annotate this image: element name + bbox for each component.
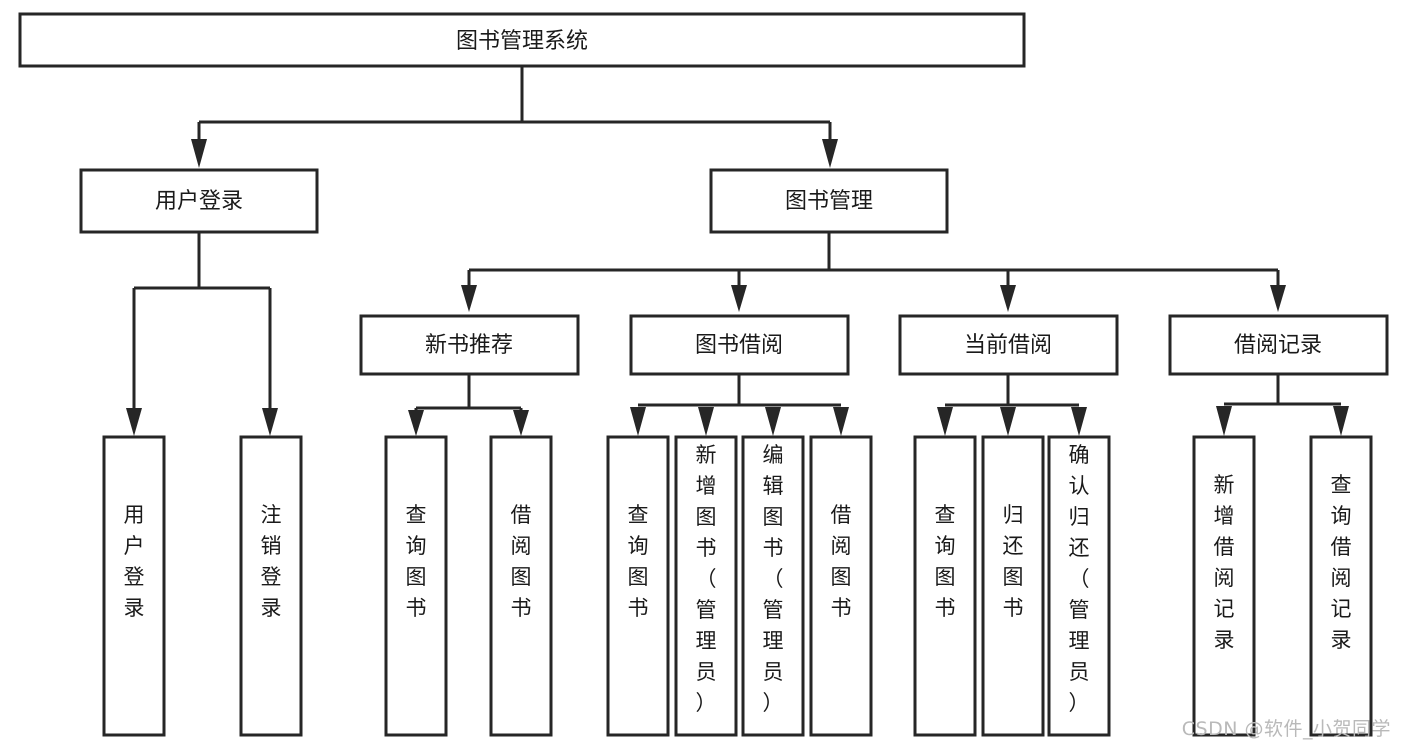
connector-root-to-level2 — [191, 66, 838, 168]
leaf-query-book-1-box — [384, 435, 448, 737]
leaf-node-confirm-return[interactable]: 确认归还（管理员） — [1047, 435, 1111, 737]
leaf-confirm-return-box — [1047, 435, 1111, 737]
leaf-borrow-book-1-box — [489, 435, 553, 737]
new-book-recommend-label: 新书推荐 — [425, 333, 513, 358]
leaf-logout-box — [239, 435, 303, 737]
leaf-add-record-box — [1192, 435, 1256, 737]
leaf-query-book-1-label: 查询图书 — [406, 503, 427, 620]
leaf-return-book-box — [981, 435, 1045, 737]
connector-borrowrecord-to-leaves — [1216, 374, 1349, 436]
leaf-query-book-3-label: 查询图书 — [935, 503, 956, 620]
arrow-down-icon — [698, 407, 714, 436]
connector-bookmanage-to-level3 — [461, 232, 1286, 312]
leaf-node-borrow-book-1[interactable]: 借阅图书 — [489, 435, 553, 737]
arrow-down-icon — [1333, 406, 1349, 436]
leaf-add-book-label: 新增图书（管理员） — [696, 443, 717, 715]
node-borrow-record[interactable]: 借阅记录 — [1168, 314, 1389, 376]
arrow-down-icon — [1000, 285, 1016, 312]
arrow-down-icon — [833, 407, 849, 436]
leaf-node-add-record[interactable]: 新增借阅记录 — [1192, 435, 1256, 737]
leaf-query-record-label: 查询借阅记录 — [1331, 473, 1352, 652]
node-current-borrow[interactable]: 当前借阅 — [898, 314, 1119, 376]
leaf-borrow-book-2-box — [809, 435, 873, 737]
leaf-return-book-label: 归还图书 — [1003, 503, 1024, 620]
arrow-down-icon — [1270, 285, 1286, 312]
arrow-down-icon — [126, 408, 142, 436]
connector-newbook-to-leaves — [408, 374, 529, 436]
arrow-down-icon — [408, 410, 424, 436]
leaf-user-login-box — [102, 435, 166, 737]
arrow-down-icon — [1071, 407, 1087, 436]
leaf-add-book-box — [674, 435, 738, 737]
leaf-query-book-2-box — [606, 435, 670, 737]
csdn-watermark: CSDN @软件_小贺同学 — [1181, 718, 1391, 740]
leaf-query-record-box — [1309, 435, 1373, 737]
arrow-down-icon — [1216, 406, 1232, 436]
node-book-borrow[interactable]: 图书借阅 — [629, 314, 850, 376]
arrow-down-icon — [191, 139, 207, 168]
leaf-confirm-return-label: 确认归还（管理员） — [1069, 443, 1090, 715]
borrow-record-label: 借阅记录 — [1234, 333, 1322, 358]
current-borrow-label: 当前借阅 — [964, 333, 1052, 358]
leaf-query-book-3-box — [913, 435, 977, 737]
leaf-query-book-2-label: 查询图书 — [628, 503, 649, 620]
node-book-manage[interactable]: 图书管理 — [709, 168, 949, 234]
new-book-recommend-box — [359, 314, 580, 376]
leaf-node-query-book-3[interactable]: 查询图书 — [913, 435, 977, 737]
book-borrow-label: 图书借阅 — [695, 333, 783, 358]
leaf-edit-book-box — [741, 435, 805, 737]
leaf-node-query-book-1[interactable]: 查询图书 — [384, 435, 448, 737]
arrow-down-icon — [461, 285, 477, 312]
user-login-box — [79, 168, 319, 234]
node-user-login[interactable]: 用户登录 — [79, 168, 319, 234]
root-box — [18, 12, 1026, 68]
leaf-node-borrow-book-2[interactable]: 借阅图书 — [809, 435, 873, 737]
leaf-user-login-label: 用户登录 — [124, 503, 145, 620]
leaf-borrow-book-1-label: 借阅图书 — [511, 503, 532, 620]
leaf-logout-label: 注销登录 — [261, 503, 282, 620]
leaf-node-user-login[interactable]: 用户登录 — [102, 435, 166, 737]
leaf-node-add-book[interactable]: 新增图书（管理员） — [674, 435, 738, 737]
leaf-node-query-book-2[interactable]: 查询图书 — [606, 435, 670, 737]
arrow-down-icon — [822, 139, 838, 168]
arrow-down-icon — [937, 407, 953, 436]
leaf-add-record-label: 新增借阅记录 — [1214, 473, 1235, 652]
leaf-node-logout[interactable]: 注销登录 — [239, 435, 303, 737]
arrow-down-icon — [731, 285, 747, 312]
node-new-book-recommend[interactable]: 新书推荐 — [359, 314, 580, 376]
root-label: 图书管理系统 — [456, 29, 588, 54]
connector-bookborrow-to-leaves — [630, 374, 849, 436]
connector-currentborrow-to-leaves — [937, 374, 1087, 436]
connector-userlogin-to-leaves — [126, 232, 278, 436]
book-manage-label: 图书管理 — [785, 189, 873, 214]
leaf-borrow-book-2-label: 借阅图书 — [831, 503, 852, 620]
arrow-down-icon — [630, 407, 646, 436]
arrow-down-icon — [765, 407, 781, 436]
leaf-edit-book-label: 编辑图书（管理员） — [763, 443, 784, 715]
arrow-down-icon — [513, 410, 529, 436]
leaf-node-edit-book[interactable]: 编辑图书（管理员） — [741, 435, 805, 737]
node-root[interactable]: 图书管理系统 — [18, 12, 1026, 68]
leaf-node-return-book[interactable]: 归还图书 — [981, 435, 1045, 737]
arrow-down-icon — [1000, 407, 1016, 436]
user-login-label: 用户登录 — [155, 189, 243, 214]
current-borrow-box — [898, 314, 1119, 376]
leaf-node-query-record[interactable]: 查询借阅记录 — [1309, 435, 1373, 737]
arrow-down-icon — [262, 408, 278, 436]
